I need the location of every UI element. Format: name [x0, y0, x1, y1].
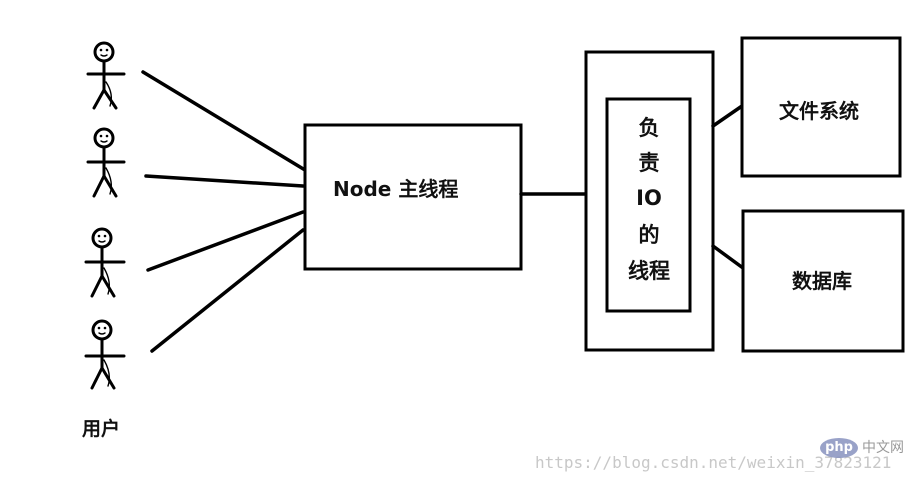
- user-figure-2: [86, 127, 126, 198]
- io-thread-line-2: 责: [639, 151, 660, 175]
- filesystem-label: 文件系统: [779, 99, 859, 123]
- source-watermark: https://blog.csdn.net/weixin_37823121: [535, 453, 891, 472]
- io-thread-line-3: IO: [636, 186, 662, 210]
- filesystem-box: [740, 36, 902, 178]
- node-main-thread-label: Node 主线程: [333, 177, 458, 201]
- io-to-database-connector: [711, 244, 745, 270]
- io-to-filesystem-connector: [711, 104, 744, 128]
- user-4-connector: [150, 228, 305, 353]
- user-1-connector: [141, 70, 307, 172]
- user-figure-4: [84, 319, 126, 390]
- database-box: [741, 209, 905, 353]
- user-3-connector: [146, 210, 305, 272]
- user-figure-1: [86, 41, 126, 110]
- node-main-thread-box: [303, 123, 523, 271]
- io-thread-line-5: 线程: [628, 259, 670, 283]
- database-label: 数据库: [792, 269, 852, 293]
- user-figure-3: [84, 227, 126, 298]
- io-thread-line-4: 的: [639, 223, 660, 247]
- io-thread-box: [605, 97, 692, 313]
- user-2-connector: [144, 174, 305, 188]
- users-label: 用户: [82, 417, 120, 440]
- io-thread-line-1: 负: [639, 116, 660, 140]
